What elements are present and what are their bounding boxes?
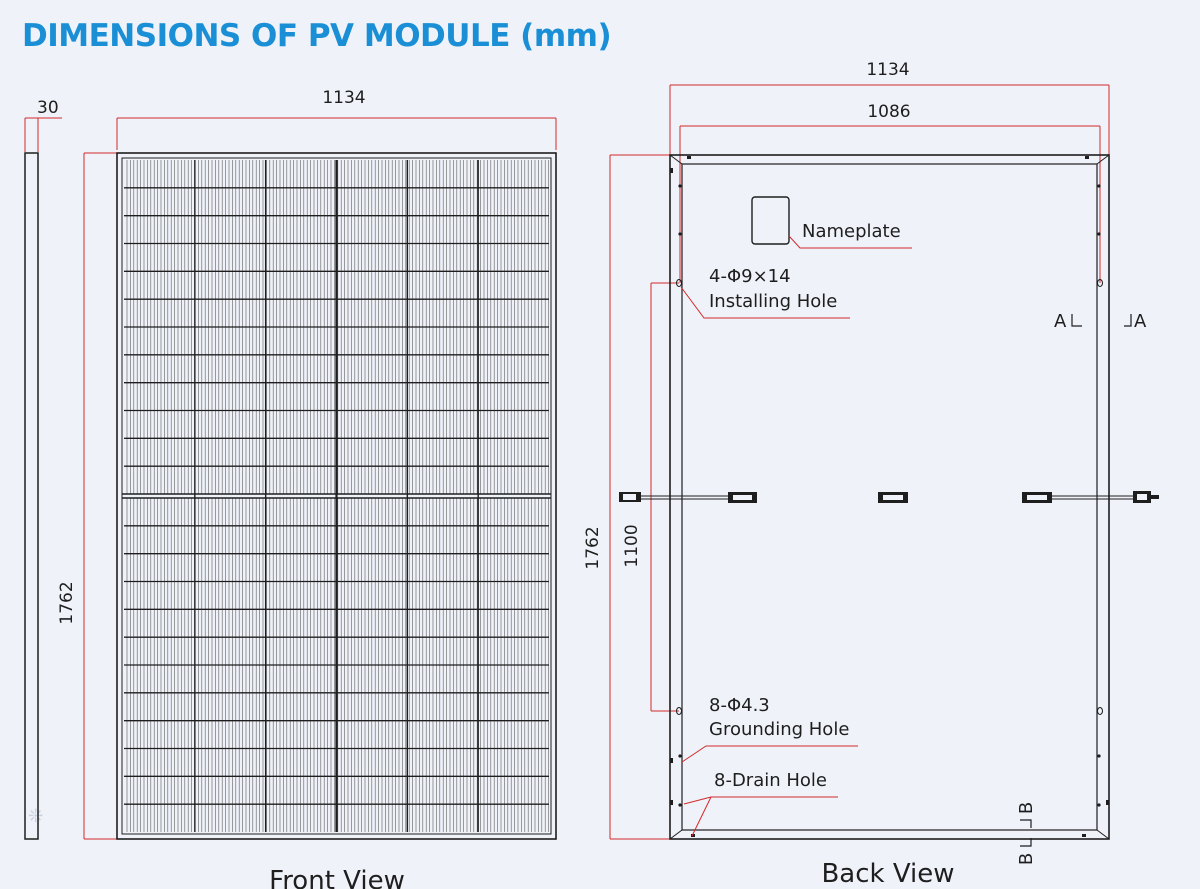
installing-hole-icon xyxy=(676,707,682,715)
front-frame-inner xyxy=(121,157,552,835)
section-b-top: B xyxy=(1016,802,1037,814)
connector-icon xyxy=(1137,494,1147,500)
installing-hole-icon xyxy=(1097,279,1103,287)
front-view-label: Front View xyxy=(269,866,405,889)
back-frame-inner xyxy=(681,163,1098,831)
solar-cells-grid xyxy=(124,160,549,832)
back-inner-width-label: 1086 xyxy=(867,102,910,122)
hole-spacing-label: 1100 xyxy=(622,524,642,567)
watermark-icon: ❊ xyxy=(28,806,44,827)
frame-corner xyxy=(669,154,683,165)
grounding-holes xyxy=(670,168,1109,807)
section-marker xyxy=(1124,314,1132,327)
junction-box-icon xyxy=(883,495,903,500)
frame-corner xyxy=(669,829,683,840)
front-frame-outline xyxy=(116,152,557,840)
frame-slot xyxy=(1082,834,1086,837)
cables-and-junction-boxes xyxy=(619,491,1159,503)
section-a-left: A xyxy=(1054,311,1067,332)
frame-slot xyxy=(687,156,691,159)
drain-hole-leader xyxy=(683,796,838,805)
section-marker xyxy=(1071,314,1082,327)
section-b-bottom: B xyxy=(1016,853,1037,865)
cell-texture xyxy=(126,160,549,832)
frame-slot xyxy=(691,834,695,837)
section-marker xyxy=(1020,838,1032,847)
junction-box-icon xyxy=(733,495,752,500)
grounding-hole-label: Grounding Hole xyxy=(709,719,849,740)
back-outer-width-label: 1134 xyxy=(866,60,909,80)
front-view: 1134 1762 Front View xyxy=(57,88,557,889)
installing-hole-label: Installing Hole xyxy=(709,291,837,312)
side-frame-outline xyxy=(24,152,39,840)
front-width-label: 1134 xyxy=(322,88,365,108)
drain-hole-label: 8-Drain Hole xyxy=(714,770,827,791)
frame-slot xyxy=(1085,156,1089,159)
grounding-hole-spec: 8-Φ4.3 xyxy=(709,695,770,716)
side-view: 30 xyxy=(24,98,62,840)
nameplate-box xyxy=(751,196,790,245)
page-title: DIMENSIONS OF PV MODULE (mm) xyxy=(22,18,612,54)
nameplate-label: Nameplate xyxy=(802,221,901,242)
frame-corner xyxy=(1096,829,1110,840)
nameplate-leader xyxy=(788,235,912,249)
installing-hole-icon xyxy=(1097,707,1103,715)
installing-hole-icon xyxy=(676,279,682,287)
installing-hole-spec: 4-Φ9×14 xyxy=(709,266,791,287)
side-thickness-label: 30 xyxy=(37,98,59,118)
frame-corner xyxy=(1096,154,1110,165)
junction-box-icon xyxy=(1027,495,1047,500)
back-frame-outline xyxy=(669,154,1110,840)
installing-hole-leader xyxy=(680,286,850,319)
section-a-right: A xyxy=(1134,311,1147,332)
back-view: 1134 1086 1762 1100 xyxy=(583,60,1159,889)
front-height-label: 1762 xyxy=(57,581,77,624)
connector-icon xyxy=(623,494,636,500)
grounding-hole-leader xyxy=(681,745,858,763)
section-marker xyxy=(1020,819,1032,828)
back-view-label: Back View xyxy=(821,859,954,889)
drain-hole-leader xyxy=(691,796,712,837)
connector-icon xyxy=(1151,495,1159,499)
back-height-label: 1762 xyxy=(583,526,603,569)
